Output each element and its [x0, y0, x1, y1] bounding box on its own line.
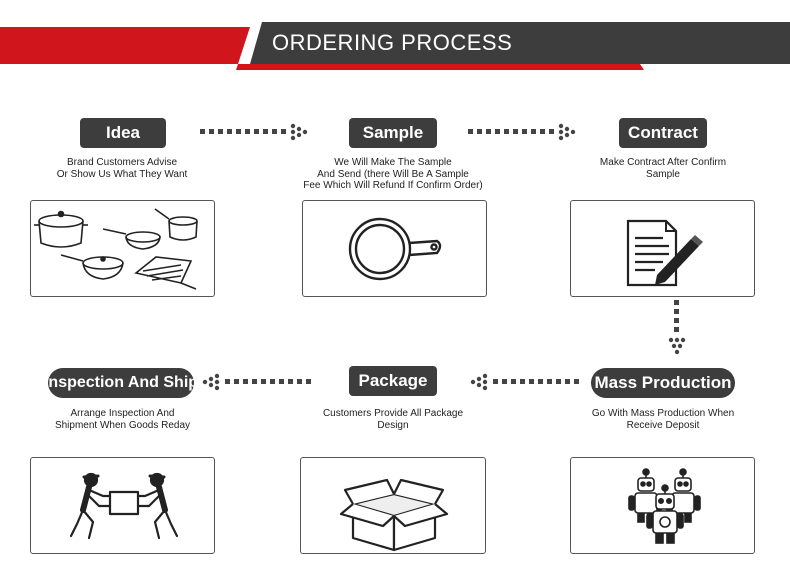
arrow-down: [668, 300, 686, 355]
step-package-card: [300, 457, 486, 554]
arrow-right-1: [200, 123, 308, 141]
page-title: ORDERING PROCESS: [272, 30, 513, 55]
step-sample-card: [302, 200, 487, 297]
arrow-right-2: [468, 123, 576, 141]
step-idea-card: [30, 200, 215, 297]
header-banner: ORDERING PROCESS: [0, 0, 790, 80]
arrow-left-1: [470, 373, 579, 391]
step-contract-card: [570, 200, 755, 297]
step-sample-label: Sample: [349, 118, 437, 148]
arrow-left-2: [202, 373, 311, 391]
step-mass-production-card: [570, 457, 755, 554]
step-inspection-ship-label: Inspection And Ship: [44, 368, 198, 398]
step-mass-production-label: Mass Production: [591, 368, 735, 398]
step-contract-label: Contract: [619, 118, 707, 148]
step-package-label: Package: [349, 366, 437, 396]
robots-icon: [628, 468, 701, 544]
open-box-icon: [339, 478, 449, 552]
step-idea-label: Idea: [80, 118, 166, 148]
cookware-icon: [34, 208, 198, 290]
step-inspection-ship-card: [30, 457, 215, 554]
workers-carrying-box-icon: [69, 472, 179, 540]
contract-document-icon: [626, 219, 703, 287]
frying-pan-icon: [348, 217, 442, 281]
